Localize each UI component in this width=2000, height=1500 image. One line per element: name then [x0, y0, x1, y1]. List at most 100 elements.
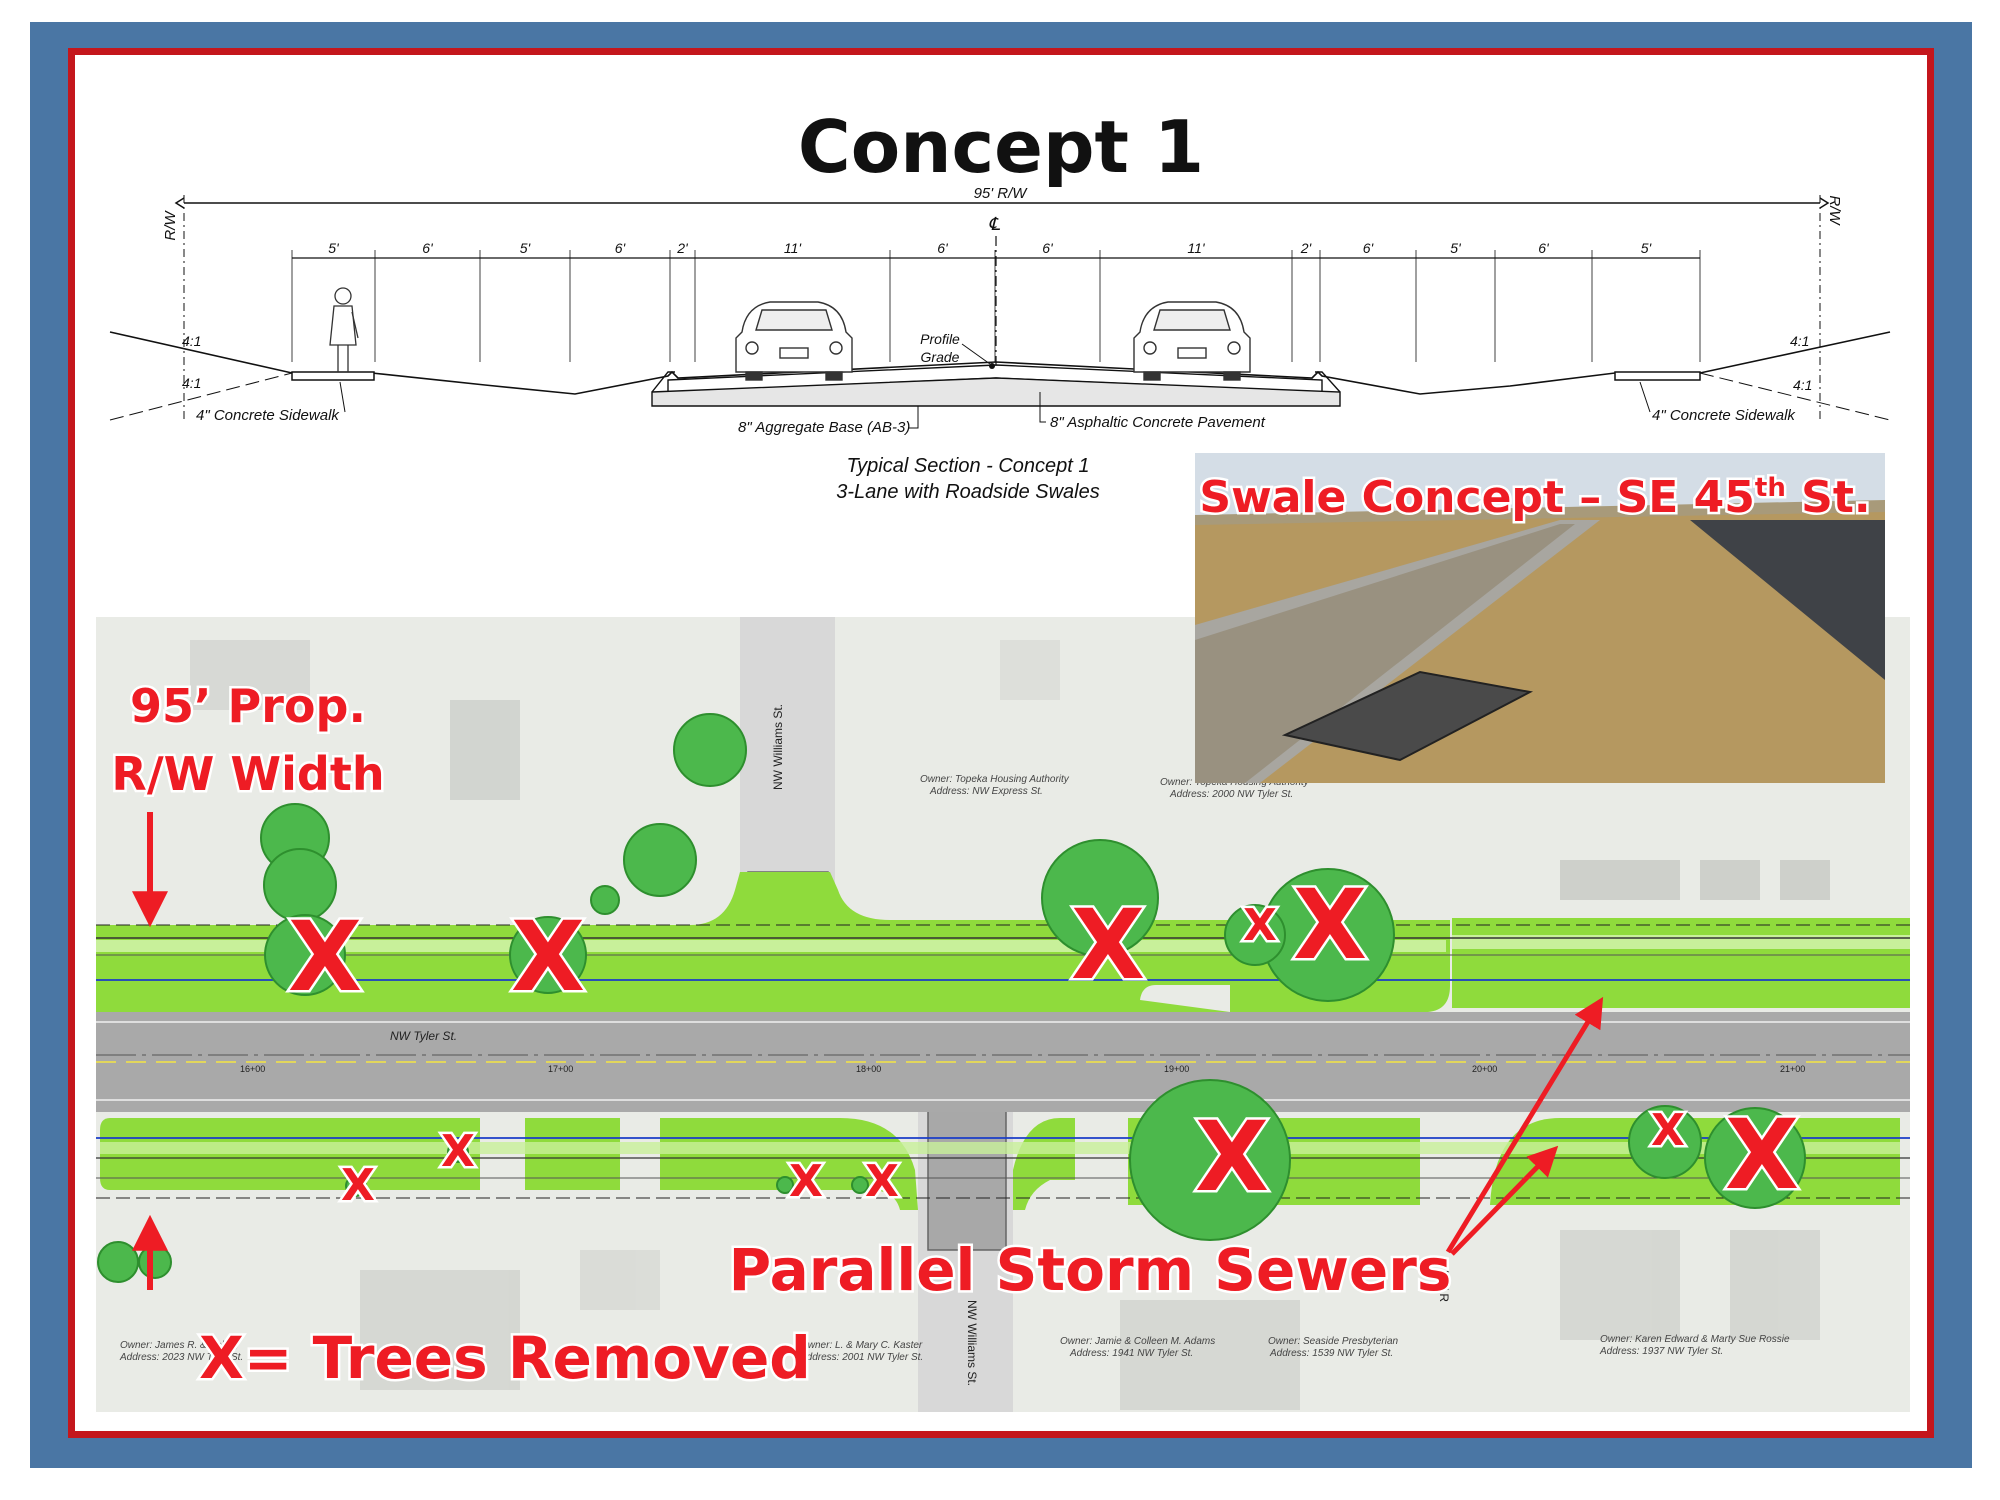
tree [138, 1245, 172, 1279]
owner-7-name: Owner: Karen Edward & Marty Sue Rossie [1600, 1334, 1790, 1345]
dimension-ticks [291, 250, 1701, 362]
dimension-label: 6' [937, 240, 949, 256]
x-mark: X [865, 1156, 899, 1207]
tree [673, 713, 747, 787]
north-swale [96, 872, 1910, 1012]
sidewalk-right [1614, 371, 1701, 381]
sidewalk-left [291, 371, 375, 381]
owner-4-address: Address: 2001 NW Tyler St. [799, 1352, 923, 1363]
plan-view: NW Tyler St. 16+00 17+00 18+00 19+00 20+00 21… [96, 617, 1910, 1412]
page-title: Concept 1 [797, 105, 1205, 189]
cross-street-north-label: NW Williams St. [771, 704, 785, 790]
station-label: 20+00 [1472, 1064, 1497, 1074]
tree [345, 1175, 367, 1197]
swale-photo-label-end: St. [1786, 472, 1871, 523]
owner-labels: Owner: Topeka Housing Authority Address:… [119, 774, 1790, 1363]
owner-3-name: Owner: James R. & Kelsey [120, 1340, 240, 1351]
storm-sewer-arrow-2 [1450, 1145, 1559, 1256]
row-label-left: R/W [162, 210, 179, 241]
dimension-label: 2' [676, 240, 689, 256]
faded-buildings [190, 640, 1830, 1410]
owner-5-address: Address: 1941 NW Tyler St. [1069, 1348, 1193, 1359]
tree [1041, 839, 1159, 957]
dimension-label: 5' [1450, 240, 1462, 256]
car-left [735, 301, 853, 381]
trees [97, 713, 1806, 1283]
row-width-annotation-line2: R/W Width [111, 747, 384, 801]
owner-6-address: Address: 1539 NW Tyler St. [1269, 1348, 1393, 1359]
tree [509, 916, 587, 994]
station-label: 21+00 [1780, 1064, 1805, 1074]
main-street-label: NW Tyler St. [390, 1029, 457, 1043]
profile-grade-label-1: Profile [920, 331, 960, 347]
owner-5-name: Owner: Jamie & Colleen M. Adams [1060, 1336, 1215, 1347]
x-mark: X [441, 1126, 475, 1177]
tree [447, 1141, 469, 1163]
owner-1-name: Owner: Topeka Housing Authority [920, 774, 1070, 785]
aggregate-base [651, 377, 1341, 407]
x-mark: X [1195, 1101, 1269, 1213]
dimension-label: 6' [1042, 240, 1054, 256]
tree [590, 885, 620, 915]
tree [851, 1176, 869, 1194]
station-labels: 16+00 17+00 18+00 19+00 20+00 21+00 [240, 1064, 1805, 1074]
tree [264, 914, 346, 996]
dimension-labels: 5' 6' 5' 6' 2' 11' 6' 6' 11' 2' 6' 5' 6' 5' [328, 240, 1652, 256]
dimension-label: 5' [328, 240, 340, 256]
owner-4-name: Owner: L. & Mary C. Kaster [800, 1340, 923, 1351]
tree [1224, 904, 1286, 966]
dimension-label: 6' [1538, 240, 1550, 256]
station-label: 19+00 [1164, 1064, 1189, 1074]
ground-profile [109, 331, 1891, 395]
pedestrian-figure [329, 287, 359, 372]
dimension-label: 5' [1641, 240, 1653, 256]
tree-removed-marks: X X X X X X X X X X X X [285, 867, 1801, 1216]
tree [1129, 1079, 1291, 1241]
slope-upper-right: 4:1 [1790, 333, 1809, 349]
owner-7-address: Address: 1937 NW Tyler St. [1599, 1346, 1723, 1357]
row-width-label: 95' R/W [974, 185, 1029, 202]
profile-grade-label-2: Grade [921, 349, 960, 365]
tree [623, 823, 697, 897]
x-mark: X [1071, 889, 1145, 1001]
pavement-label: 8" Asphaltic Concrete Pavement [1050, 414, 1266, 431]
station-label: 18+00 [856, 1064, 881, 1074]
x-mark: X [1725, 1099, 1799, 1211]
owner-2-address: Address: 2000 NW Tyler St. [1169, 789, 1293, 800]
x-mark: X [341, 1160, 375, 1211]
section-caption-line1: Typical Section - Concept 1 [846, 455, 1089, 477]
dimension-label: 11' [1187, 240, 1206, 256]
slope-lower-right: 4:1 [1793, 377, 1812, 393]
swale-photo: Swale Concept – SE 45th St. [1195, 453, 1885, 783]
x-mark: X [288, 901, 362, 1013]
cross-street-north [740, 617, 835, 917]
row-label-right: R/W [1826, 195, 1843, 226]
tree [776, 1176, 794, 1194]
station-label: 17+00 [548, 1064, 573, 1074]
x-mark: X [511, 901, 585, 1013]
station-label: 16+00 [240, 1064, 265, 1074]
dimension-label: 6' [615, 240, 627, 256]
dimension-label: 2' [1300, 240, 1313, 256]
slope-upper-left: 4:1 [182, 333, 201, 349]
row-width-annotation-line1: 95’ Prop. [130, 679, 366, 733]
owner-1-address: Address: NW Express St. [929, 786, 1043, 797]
owner-6-name: Owner: Seaside Presbyterian [1268, 1336, 1399, 1347]
dimension-label: 5' [520, 240, 532, 256]
x-mark: X [1243, 900, 1277, 951]
trees-removed-annotation: X= Trees Removed [199, 1324, 811, 1392]
swale-photo-label: Swale Concept – SE 45th St. [1199, 472, 1870, 523]
swale-photo-label-sup: th [1755, 473, 1786, 503]
typical-section: R/W R/W 95' R/W ℄ 5'6'5'6'2'11'6'6'11'2'… [109, 185, 1891, 503]
sidewalk-right-label: 4" Concrete Sidewalk [1652, 407, 1796, 424]
tree [97, 1241, 139, 1283]
dimension-label: 11' [784, 240, 803, 256]
aggregate-base-label: 8" Aggregate Base (AB-3) [738, 419, 910, 436]
dimension-label: 6' [422, 240, 434, 256]
sidewalk-left-label: 4" Concrete Sidewalk [196, 407, 340, 424]
tree [1704, 1107, 1806, 1209]
dimension-label: 6' [1363, 240, 1375, 256]
section-caption-line2: 3-Lane with Roadside Swales [836, 481, 1100, 503]
car-right [1133, 301, 1251, 381]
